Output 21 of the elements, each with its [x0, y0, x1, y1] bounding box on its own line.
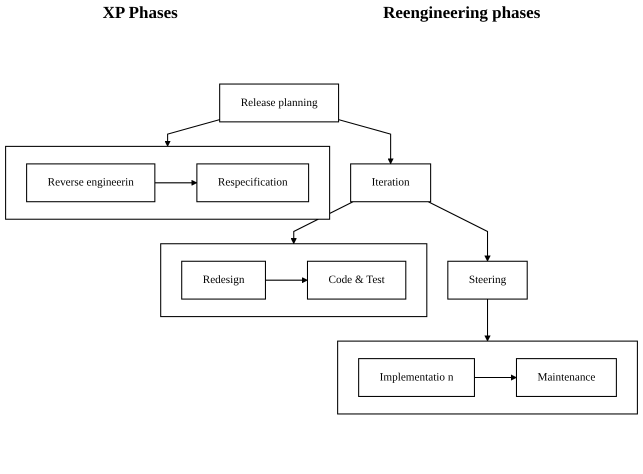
arrow [428, 201, 491, 262]
node-box: Maintenance [516, 358, 617, 397]
column-heading: XP Phases [102, 3, 178, 23]
cluster [160, 243, 428, 318]
node-box: Reverse engineerin [26, 163, 156, 202]
node-box: Implementatio n [358, 358, 475, 397]
cluster [5, 146, 330, 220]
node-box: Code & Test [306, 260, 406, 300]
cluster [337, 340, 638, 414]
node-box: Iteration [350, 163, 432, 202]
arrow [338, 119, 394, 164]
arrow [474, 374, 517, 381]
node-box: Steering [447, 260, 528, 300]
arrow [265, 277, 308, 284]
arrow [154, 180, 198, 186]
node-box: Respecification [196, 163, 310, 202]
arrow [164, 119, 220, 147]
arrow [484, 299, 491, 342]
column-heading: Reengineering phases [383, 3, 540, 23]
node-box: Redesign [181, 260, 266, 300]
node-box: Release planning [219, 84, 340, 122]
